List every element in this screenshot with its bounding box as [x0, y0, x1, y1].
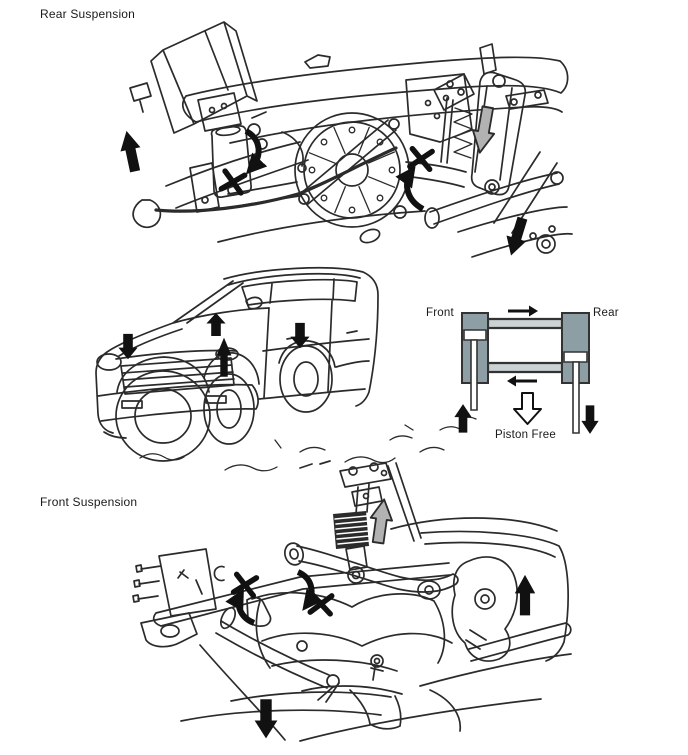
front-upper-control-arm: [284, 542, 459, 593]
front-knuckle: [451, 556, 518, 662]
rear-suspension-illustration: [116, 21, 573, 259]
front-piston: [463, 329, 487, 341]
rear-link-rotation-arrow: [395, 166, 425, 212]
piston-free-down-arrow: [513, 392, 542, 425]
front-lower-body-lines: [180, 653, 572, 742]
front-subframe: [251, 591, 453, 695]
front-shock-gray-up-arrow: [366, 496, 396, 546]
flow-left-arrow: [507, 375, 537, 387]
piston-diagram: [454, 305, 599, 434]
front-cross-mark-right: [310, 594, 331, 614]
front-suspension-label: Front Suspension: [40, 495, 138, 509]
rear-shock-rotation-arrow: [244, 128, 268, 175]
rear-suspension-label: Rear Suspension: [40, 7, 136, 21]
flow-right-arrow: [508, 305, 538, 317]
front-shock-top-mount: [299, 460, 422, 542]
rear-frame-down-arrow: [501, 215, 533, 259]
rear-axle-and-links: [165, 118, 467, 243]
front-lower-down-arrow: [254, 699, 278, 739]
front-arm-rotation-arrow: [296, 569, 323, 611]
vehicle-body: [95, 266, 379, 439]
piston-front-label: Front: [426, 307, 454, 319]
rear-axle-up-arrow: [116, 128, 146, 174]
vehicle-wheels: [115, 340, 336, 462]
front-piston-rod: [470, 339, 478, 411]
rear-cross-mark-left: [221, 171, 244, 193]
rear-rod-down-arrow: [581, 405, 599, 434]
ground-squiggles: [139, 416, 477, 472]
front-suspension-illustration: [132, 460, 572, 742]
front-stabilizer-rotation-arrow: [225, 588, 256, 626]
upper-hydraulic-line: [486, 317, 564, 330]
rear-cylinder: [561, 312, 590, 384]
piston-free-caption: Piston Free: [495, 429, 557, 441]
rear-frame-and-crossmember-box: [129, 21, 569, 144]
vehicle-illustration: [95, 266, 477, 472]
rear-body-panel: [457, 151, 573, 258]
front-cross-mark-left: [234, 574, 257, 595]
rear-cross-mark-right: [410, 149, 432, 170]
front-lower-arm: [215, 596, 340, 703]
lower-hydraulic-line: [486, 361, 564, 374]
vehicle-cowl-up-arrow: [206, 313, 226, 336]
piston-rear-label: Rear: [593, 307, 619, 319]
rear-piston: [563, 351, 588, 363]
rear-piston-rod: [572, 361, 580, 434]
front-left-bracket: [132, 548, 225, 617]
rear-stabilizer-bar: [132, 146, 398, 229]
front-frame-rail: [390, 517, 572, 662]
